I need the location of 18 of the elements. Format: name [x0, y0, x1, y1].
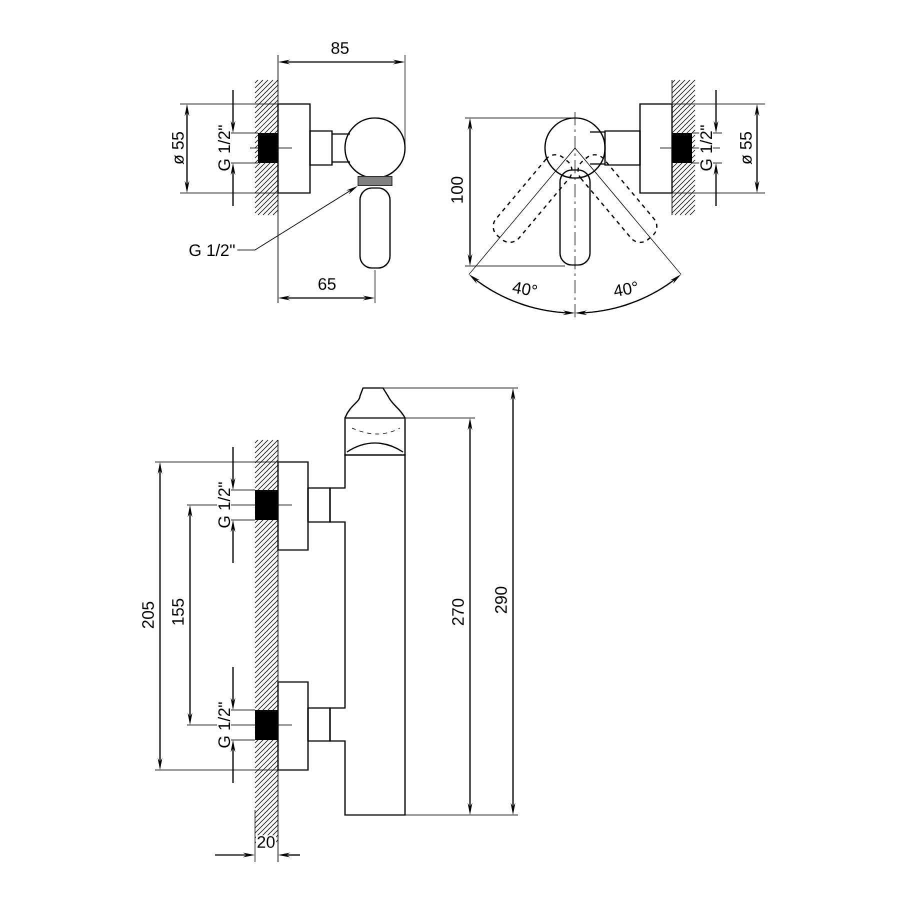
callout-text: G 1/2": [190, 244, 235, 256]
dimension-label: 155: [171, 597, 185, 627]
thread-ring: [358, 176, 392, 186]
dimension-label: 270: [451, 597, 465, 627]
dimension-label: ø 55: [739, 130, 753, 166]
dimension-label: 85: [330, 41, 350, 55]
dimension-label: 205: [141, 600, 155, 630]
dimension-label: 40°: [510, 280, 540, 298]
dimension-label: 100: [450, 175, 464, 205]
dimension-label: 20: [256, 835, 276, 849]
dimension-label: G 1/2": [217, 700, 231, 750]
dimension-label: G 1/2": [699, 124, 713, 172]
dimension-label: 290: [494, 585, 508, 615]
dimension-label: G 1/2": [217, 124, 231, 172]
dimension-label: ø 55: [171, 130, 185, 166]
dimension-label: G 1/2": [217, 480, 231, 530]
dimension-label: 40°: [612, 280, 640, 298]
dimension-label: 65: [316, 277, 338, 291]
